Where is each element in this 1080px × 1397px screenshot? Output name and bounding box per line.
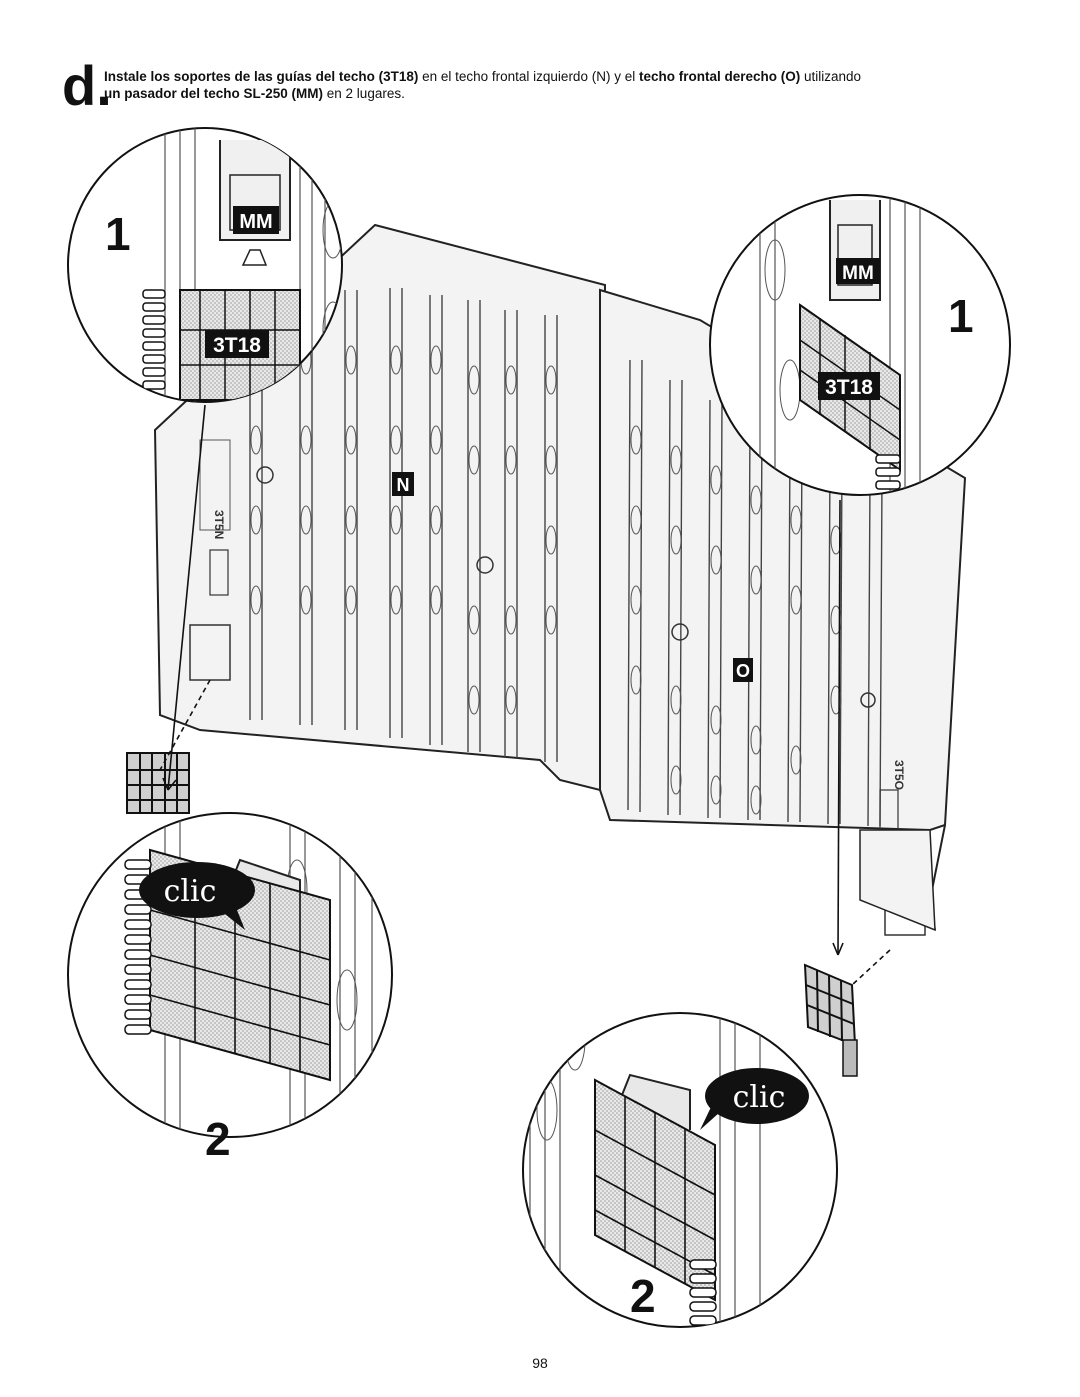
clic-label-left: clic [164, 874, 217, 909]
step-number-1-right: 1 [948, 290, 974, 342]
step-letter: d. [62, 54, 112, 117]
panel-o-label: O [736, 661, 750, 681]
clic-bubble-right [705, 1068, 809, 1124]
panel-n-label-box [392, 472, 414, 496]
embossed-code-right: 3T5O [892, 760, 906, 790]
mm-tag-left: MM [239, 211, 272, 233]
embossed-code-left: 3T5N [212, 510, 226, 539]
step-number-1-left: 1 [105, 208, 131, 260]
panel-n-label: N [397, 475, 410, 495]
instruction-line-1: Instale los soportes de las guías del te… [104, 69, 862, 84]
instruction-line-2: un pasador del techo SL-250 (MM) en 2 lu… [104, 86, 405, 101]
loose-bracket-right [803, 963, 858, 1077]
step-number-2-right: 2 [630, 1270, 656, 1322]
callout-1-right: MM 3T18 1 [709, 194, 1011, 496]
step-instructions: Instale los soportes de las guías del te… [104, 68, 1004, 102]
step-number-2-left: 2 [205, 1113, 231, 1165]
install-arrows [159, 404, 891, 986]
callout-1-left: MM 3T18 1 [67, 127, 343, 403]
clic-label-right: clic [733, 1080, 786, 1115]
mm-tag-right: MM [842, 263, 874, 284]
3t18-tag-right: 3T18 [825, 376, 873, 399]
callout-2-right: clic 2 [522, 1012, 838, 1328]
3t18-tag-left: 3T18 [213, 334, 261, 357]
loose-bracket-left [126, 752, 190, 814]
clic-bubble-left [139, 862, 255, 918]
page-number: 98 [532, 1355, 548, 1371]
callout-2-left: clic 2 [67, 812, 393, 1165]
panel-o-label-box [733, 658, 753, 682]
